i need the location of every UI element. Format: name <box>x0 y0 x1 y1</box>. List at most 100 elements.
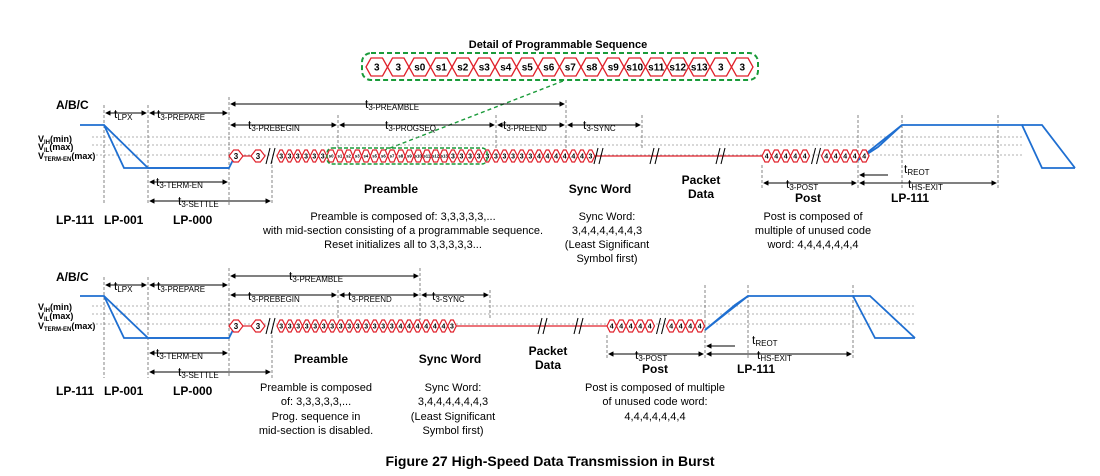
symbol-label: 3 <box>305 324 309 331</box>
symbol-label: s6 <box>381 154 386 159</box>
bottom-abc-label: A/B/C <box>56 270 89 284</box>
svg-text:tHS-EXIT: tHS-EXIT <box>908 177 943 192</box>
svg-text:VIH(min): VIH(min) <box>38 302 72 314</box>
break-mark <box>270 147 276 165</box>
symbol-label: s12 <box>669 63 686 74</box>
symbol-label: 4 <box>648 324 652 331</box>
symbol-label: 4 <box>834 154 838 161</box>
symbol-label: 3 <box>234 152 239 161</box>
svg-text:Post: Post <box>642 362 668 376</box>
break-mark <box>265 147 271 165</box>
svg-text:VIH(min): VIH(min) <box>38 134 72 146</box>
symbol-label: 3 <box>450 324 454 331</box>
break-mark <box>265 317 271 335</box>
bottom-state-labels: LP-111 LP-001 LP-000 Preamble Sync Word … <box>56 344 775 398</box>
symbol-label: s5 <box>522 63 534 74</box>
symbol-label: 4 <box>537 154 541 161</box>
figure-caption: Figure 27 High-Speed Data Transmission i… <box>385 453 714 469</box>
svg-text:Symbol first): Symbol first) <box>576 253 637 265</box>
symbol-label: 4 <box>546 154 550 161</box>
svg-text:t3-PROGSEQ: t3-PROGSEQ <box>385 118 436 133</box>
top-timing-arrows <box>105 101 997 204</box>
symbol-label: s0 <box>414 63 426 74</box>
symbol-cell <box>644 319 656 333</box>
svg-text:tLPX: tLPX <box>114 107 133 122</box>
svg-text:t3-SYNC: t3-SYNC <box>583 118 616 133</box>
break-mark <box>816 147 821 165</box>
svg-text:LP-111: LP-111 <box>737 362 775 376</box>
svg-text:(Least Significant: (Least Significant <box>411 411 495 423</box>
symbol-label: s2 <box>346 154 351 159</box>
symbol-label: 3 <box>296 154 300 161</box>
symbol-label: s0 <box>329 154 334 159</box>
svg-text:Post: Post <box>795 191 821 205</box>
svg-text:3,4,4,4,4,4,4,3: 3,4,4,4,4,4,4,3 <box>418 396 488 408</box>
symbol-label: 3 <box>339 324 343 331</box>
svg-text:t3-TERM-EN: t3-TERM-EN <box>156 346 203 361</box>
symbol-label: 4 <box>563 154 567 161</box>
break-mark <box>578 317 584 335</box>
svg-text:VIL(max): VIL(max) <box>38 311 73 323</box>
symbol-label: 4 <box>843 154 847 161</box>
symbol-label: 3 <box>390 324 394 331</box>
top-abc-label: A/B/C <box>56 98 89 112</box>
symbol-label: 3 <box>234 322 239 331</box>
symbol-label: 3 <box>287 154 291 161</box>
symbol-label: 4 <box>580 154 584 161</box>
symbol-label: s5 <box>372 154 377 159</box>
svg-text:tREOT: tREOT <box>904 162 930 177</box>
svg-text:Preamble is composed of: 3,3,3: Preamble is composed of: 3,3,3,3,3,... <box>310 211 495 223</box>
top-diagram: A/B/C VIH(min) VIL(max) VTERM-EN(max) <box>38 97 1076 265</box>
top-threshold-labels: VIH(min) VIL(max) VTERM-EN(max) <box>38 134 95 163</box>
svg-text:Data: Data <box>688 187 714 201</box>
symbol-label: 3 <box>364 324 368 331</box>
svg-text:VIL(max): VIL(max) <box>38 142 73 154</box>
svg-text:t3-POST: t3-POST <box>786 177 818 192</box>
symbol-label: s1 <box>436 63 448 74</box>
bottom-timing-arrows <box>105 273 852 375</box>
symbol-label: s4 <box>500 63 512 74</box>
top-signal-b <box>103 124 229 169</box>
svg-text:tLPX: tLPX <box>114 279 133 294</box>
svg-text:Preamble: Preamble <box>364 182 418 196</box>
symbol-label: 4 <box>774 154 778 161</box>
svg-text:t3-PREAMBLE: t3-PREAMBLE <box>289 269 343 284</box>
symbol-cell <box>694 319 706 333</box>
symbol-label: 4 <box>679 324 683 331</box>
symbol-label: 3 <box>589 154 593 161</box>
symbol-label: 4 <box>619 324 623 331</box>
symbol-label: 3 <box>451 154 455 161</box>
symbol-label: s6 <box>543 63 555 74</box>
svg-text:t3-PREPARE: t3-PREPARE <box>157 279 205 294</box>
symbol-cell <box>250 149 266 163</box>
svg-text:Prog. sequence in: Prog. sequence in <box>272 411 361 423</box>
symbol-label: 3 <box>374 63 380 74</box>
symbol-label: 4 <box>853 154 857 161</box>
svg-text:Post is composed of: Post is composed of <box>763 211 863 223</box>
top-signal-a <box>80 124 236 169</box>
svg-text:multiple of unused code: multiple of unused code <box>755 225 871 237</box>
svg-text:t3-PREBEGIN: t3-PREBEGIN <box>248 118 300 133</box>
svg-text:t3-POST: t3-POST <box>635 348 667 363</box>
break-mark <box>661 317 666 335</box>
symbol-label: 3 <box>381 324 385 331</box>
svg-text:Sync Word: Sync Word <box>419 352 481 366</box>
symbol-label: 4 <box>698 324 702 331</box>
symbol-label: s13 <box>691 63 708 74</box>
bottom-vertical-markers <box>103 268 854 378</box>
bottom-diagram: A/B/C VIH(min) VIL(max) VTERM-EN(max) <box>38 268 916 437</box>
symbol-cell <box>858 149 870 163</box>
symbol-label: s2 <box>457 63 469 74</box>
break-mark <box>811 147 816 165</box>
svg-text:LP-001: LP-001 <box>104 384 144 398</box>
symbol-cell <box>799 149 811 163</box>
symbol-label: 3 <box>356 324 360 331</box>
symbol-label: 4 <box>407 324 411 331</box>
symbol-label: 3 <box>330 324 334 331</box>
svg-text:t3-PREEND: t3-PREEND <box>348 289 392 304</box>
svg-text:(Least Significant: (Least Significant <box>565 239 649 251</box>
symbol-label: 3 <box>477 154 481 161</box>
symbol-label: s7 <box>390 154 395 159</box>
svg-text:t3-PREEND: t3-PREEND <box>503 118 547 133</box>
